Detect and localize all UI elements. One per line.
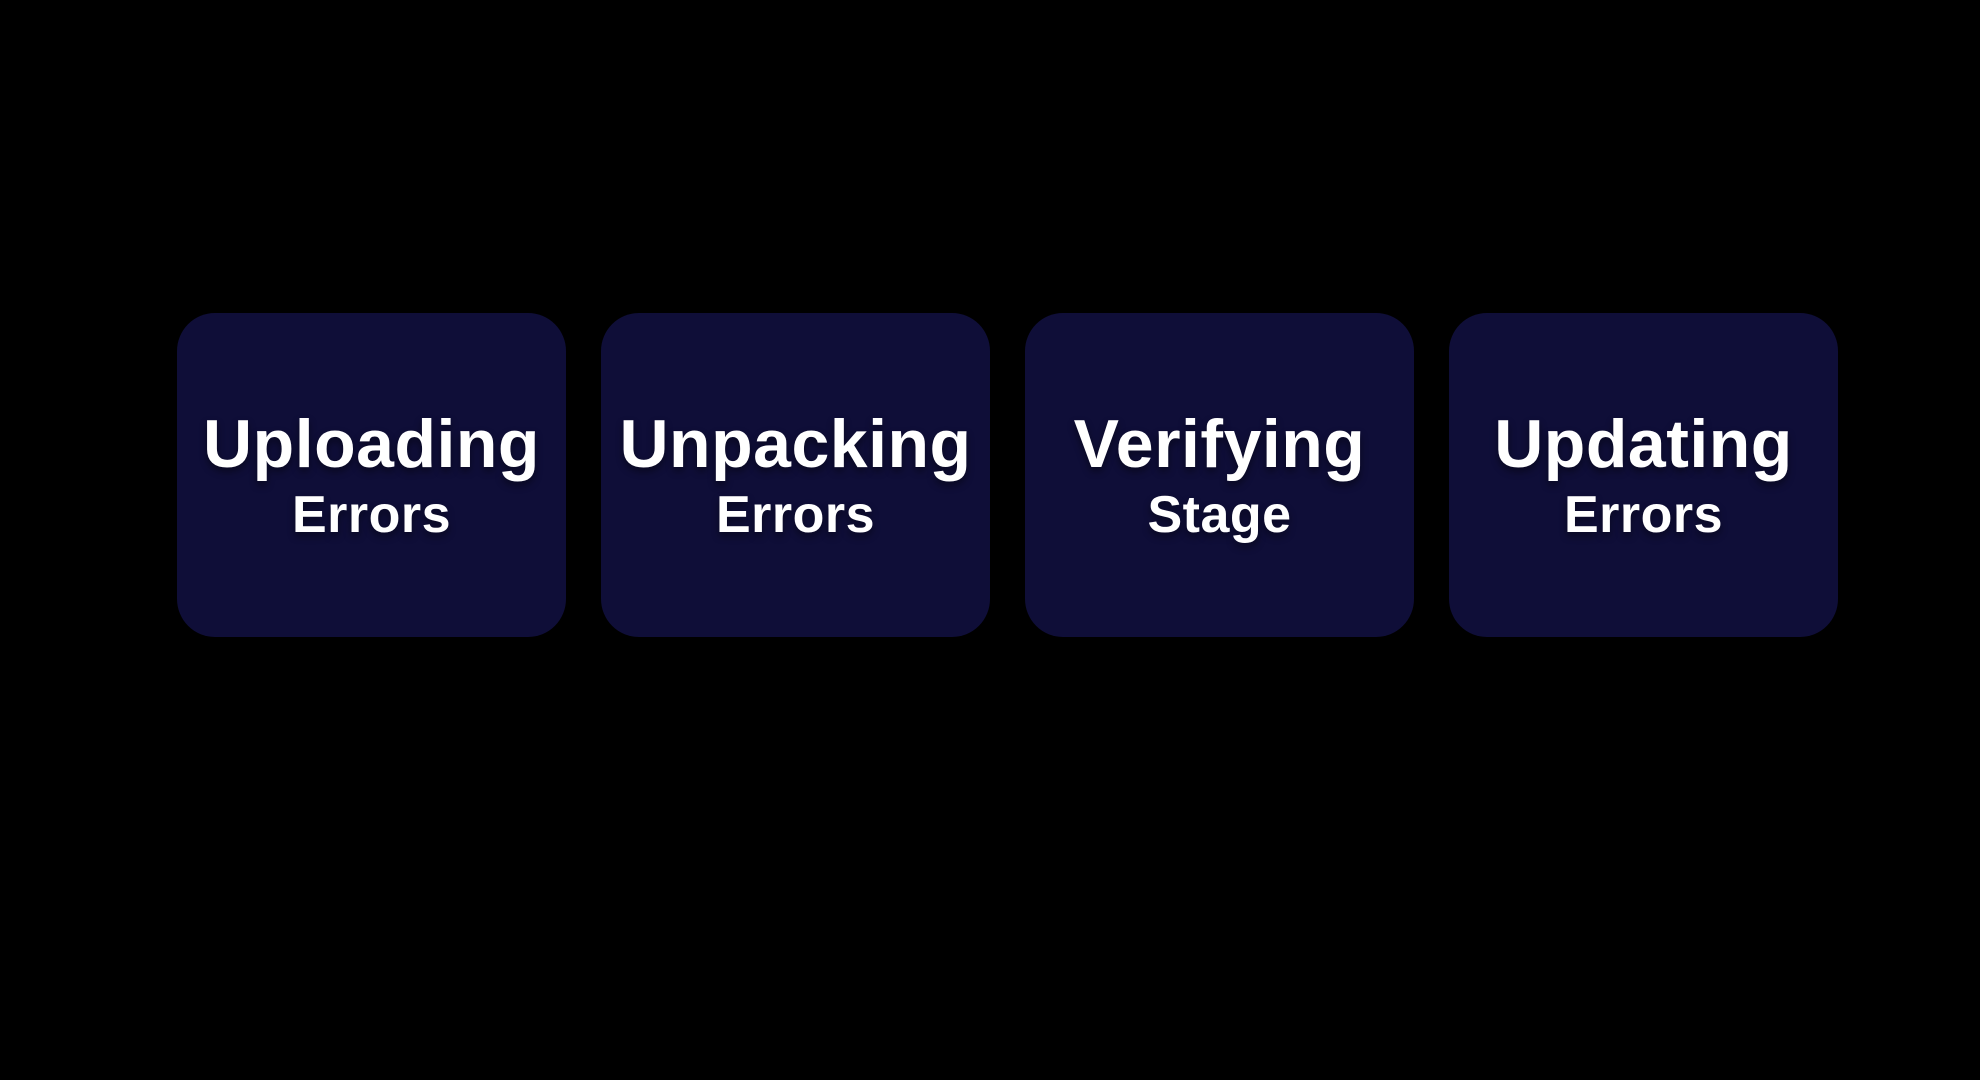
- stage-subtitle: Stage: [1147, 485, 1292, 544]
- stage-subtitle: Errors: [715, 485, 876, 544]
- stage-title: Updating: [1494, 405, 1793, 482]
- stage-card-uploading-errors: Uploading Errors: [177, 313, 566, 637]
- stage-title: Unpacking: [619, 405, 972, 482]
- stage-subtitle: Errors: [1563, 485, 1724, 544]
- stage-card-verifying-stage: Verifying Stage: [1025, 313, 1414, 637]
- stage-card-updating-errors: Updating Errors: [1449, 313, 1838, 637]
- stage-card-unpacking-errors: Unpacking Errors: [601, 313, 990, 637]
- stage-title: Verifying: [1073, 405, 1366, 482]
- stage-subtitle: Errors: [291, 485, 452, 544]
- stage-title: Uploading: [203, 405, 540, 482]
- stage-card-row: Uploading Errors Unpacking Errors Verify…: [177, 313, 1838, 637]
